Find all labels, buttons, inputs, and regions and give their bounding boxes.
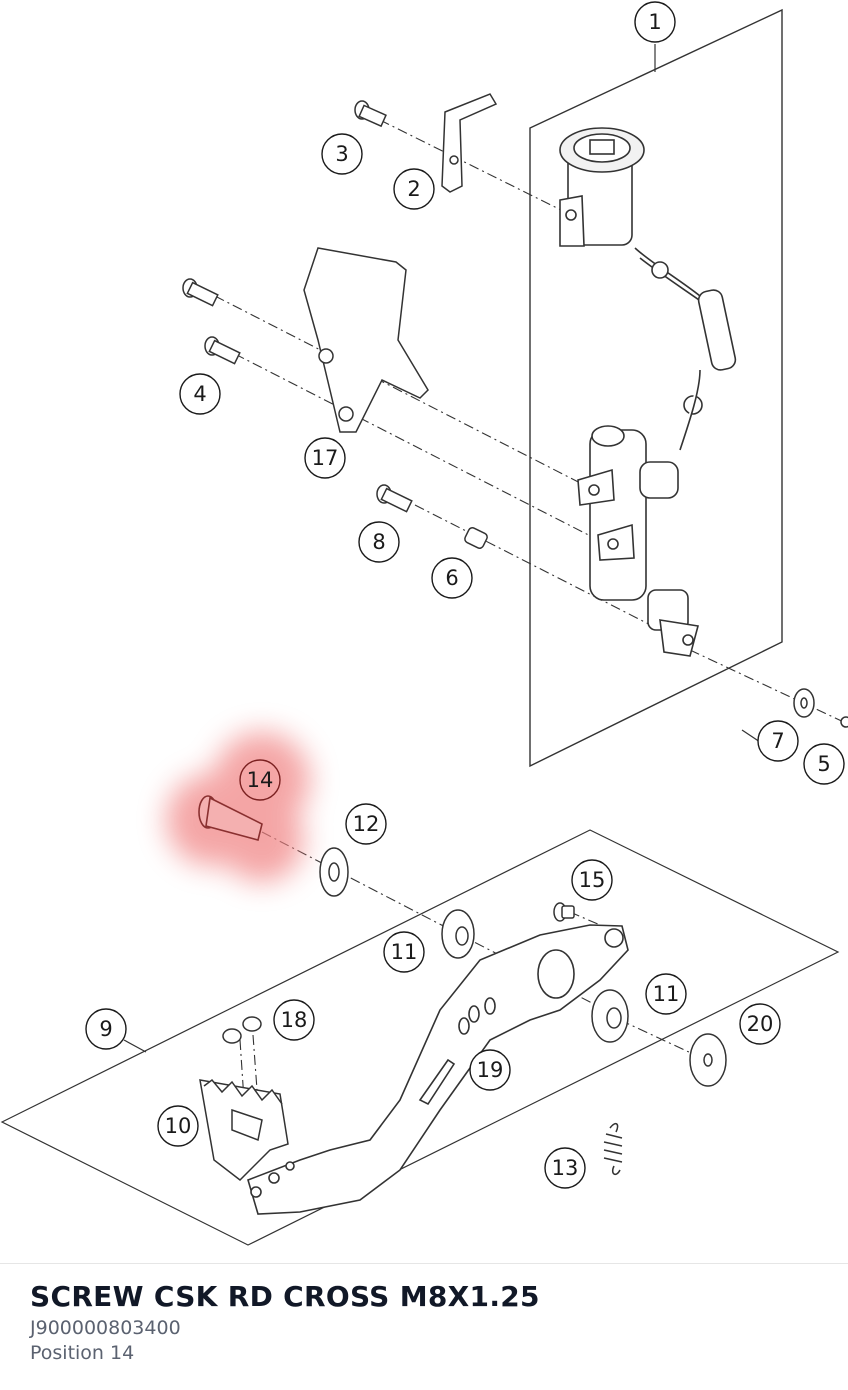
callout-17[interactable]: 17 [304, 437, 346, 479]
part-position: Position 14 [30, 1342, 135, 1364]
svg-text:14: 14 [247, 768, 274, 792]
assembly-panel-lower [0, 829, 840, 1246]
heel-guard-part-17 [303, 247, 429, 433]
bearing-part-11-lower [591, 989, 629, 1043]
svg-text:17: 17 [312, 446, 339, 470]
bracket-part-2 [441, 93, 498, 193]
svg-text:15: 15 [579, 868, 606, 892]
svg-text:7: 7 [771, 729, 784, 753]
washer-part-20 [689, 1033, 727, 1087]
screws-upper [182, 100, 848, 728]
svg-text:9: 9 [99, 1017, 112, 1041]
callout-18[interactable]: 18 [273, 999, 315, 1041]
svg-text:11: 11 [391, 940, 418, 964]
svg-text:20: 20 [747, 1012, 774, 1036]
svg-text:19: 19 [477, 1058, 504, 1082]
callout-11-lower[interactable]: 11 [645, 973, 687, 1015]
callout-10[interactable]: 10 [157, 1105, 199, 1147]
master-cylinder [577, 425, 700, 657]
part-number: J900000803400 [30, 1317, 181, 1339]
part-info-panel: SCREW CSK RD CROSS M8X1.25 J900000803400… [30, 1278, 820, 1366]
exploded-parts-diagram: 1 2 3 4 5 6 7 8 9 10 11 11 [0, 1, 848, 1246]
pedal-tip-part-10 [199, 1078, 289, 1181]
screw-part-15 [553, 902, 575, 922]
callout-7[interactable]: 7 [757, 720, 799, 762]
svg-text:18: 18 [281, 1008, 308, 1032]
callout-14[interactable]: 14 [239, 759, 281, 801]
callout-8[interactable]: 8 [358, 521, 400, 563]
callout-9[interactable]: 9 [85, 1008, 127, 1050]
callout-5[interactable]: 5 [803, 743, 845, 785]
callout-6[interactable]: 6 [431, 557, 473, 599]
washer-part-12 [319, 847, 349, 897]
callout-4[interactable]: 4 [179, 373, 221, 415]
svg-text:13: 13 [552, 1156, 579, 1180]
spring-part-13 [603, 1122, 623, 1176]
bearing-part-11-upper [441, 909, 475, 959]
info-divider [0, 1263, 848, 1264]
screw-part-14 [198, 795, 263, 841]
part-name: SCREW CSK RD CROSS M8X1.25 [30, 1280, 540, 1313]
callout-3[interactable]: 3 [321, 133, 363, 175]
svg-text:10: 10 [165, 1114, 192, 1138]
callout-19[interactable]: 19 [469, 1049, 511, 1091]
svg-text:3: 3 [335, 142, 348, 166]
svg-text:6: 6 [445, 566, 458, 590]
highlight-position-14 [166, 732, 310, 882]
callout-15[interactable]: 15 [571, 859, 613, 901]
svg-text:2: 2 [407, 177, 420, 201]
svg-text:8: 8 [372, 530, 385, 554]
reservoir-hose [634, 247, 737, 451]
screws-part-18 [222, 1016, 262, 1044]
brake-pedal-part-19 [247, 924, 629, 1215]
callout-1[interactable]: 1 [634, 1, 676, 43]
callout-11-upper[interactable]: 11 [383, 931, 425, 973]
svg-text:11: 11 [653, 982, 680, 1006]
callout-2[interactable]: 2 [393, 168, 435, 210]
svg-text:5: 5 [817, 752, 830, 776]
callout-12[interactable]: 12 [345, 803, 387, 845]
callout-13[interactable]: 13 [544, 1147, 586, 1189]
svg-text:1: 1 [648, 10, 661, 34]
callout-20[interactable]: 20 [739, 1003, 781, 1045]
brake-fluid-reservoir [559, 127, 645, 247]
leader-lines [123, 44, 761, 1053]
svg-text:4: 4 [193, 382, 206, 406]
svg-text:12: 12 [353, 812, 380, 836]
assembly-panel-upper [529, 8, 783, 768]
